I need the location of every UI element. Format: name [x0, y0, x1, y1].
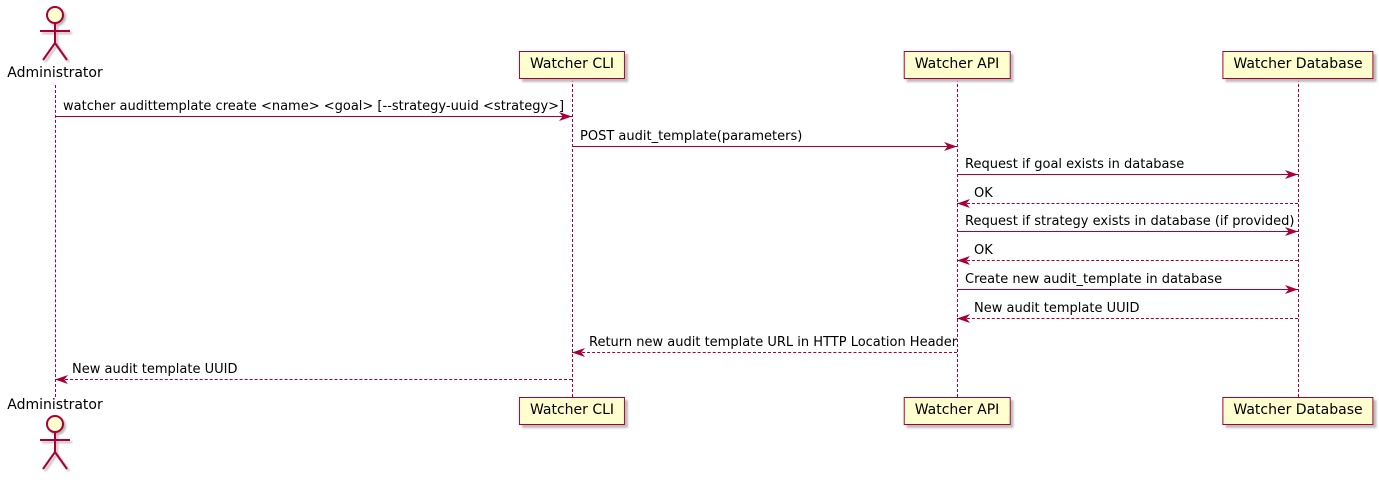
participant-box-watcher-api-bottom: Watcher API [903, 397, 1011, 425]
lifeline-watcher-api [957, 79, 958, 397]
actor-icon-top [40, 6, 70, 61]
actor-icon-bottom [40, 415, 70, 470]
message-label: New audit template UUID [974, 301, 1140, 316]
actor-label-administrator-bottom: Administrator [7, 397, 103, 413]
message-label: OK [974, 243, 993, 258]
participant-box-watcher-cli-bottom: Watcher CLI [518, 397, 626, 425]
message-arrow-line [957, 231, 1298, 232]
participant-box-watcher-database-bottom: Watcher Database [1222, 397, 1374, 425]
message-label: Request if goal exists in database [965, 157, 1185, 172]
actor-label-administrator-top: Administrator [7, 65, 103, 81]
message-label: Create new audit_template in database [965, 272, 1223, 287]
return-arrow-line [957, 260, 1298, 261]
message-label: POST audit_template(parameters) [580, 129, 803, 144]
return-arrow-line [572, 352, 957, 353]
message-arrow-line [957, 174, 1298, 175]
return-arrow-line [55, 379, 572, 380]
arrowhead-icon [944, 142, 957, 151]
participant-box-watcher-database-top: Watcher Database [1222, 51, 1374, 79]
arrowhead-icon [1285, 285, 1298, 294]
participant-box-watcher-api-top: Watcher API [903, 51, 1011, 79]
arrowhead-icon [55, 375, 68, 384]
message-arrow-line [957, 289, 1298, 290]
message-label: Request if strategy exists in database (… [965, 214, 1295, 229]
lifeline-administrator [55, 85, 56, 397]
message-label: watcher audittemplate create <name> <goa… [63, 99, 565, 114]
return-arrow-line [957, 203, 1298, 204]
arrowhead-icon [957, 256, 970, 265]
message-label: OK [974, 186, 993, 201]
lifeline-watcher-cli [572, 79, 573, 397]
message-label: Return new audit template URL in HTTP Lo… [589, 335, 958, 350]
arrowhead-icon [559, 112, 572, 121]
return-arrow-line [957, 318, 1298, 319]
lifeline-watcher-database [1298, 79, 1299, 397]
arrowhead-icon [1285, 227, 1298, 236]
arrowhead-icon [957, 199, 970, 208]
message-arrow-line [55, 116, 572, 117]
message-arrow-line [572, 146, 957, 147]
arrowhead-icon [957, 314, 970, 323]
arrowhead-icon [572, 348, 585, 357]
message-label: New audit template UUID [72, 362, 238, 377]
participant-box-watcher-cli-top: Watcher CLI [518, 51, 626, 79]
arrowhead-icon [1285, 170, 1298, 179]
